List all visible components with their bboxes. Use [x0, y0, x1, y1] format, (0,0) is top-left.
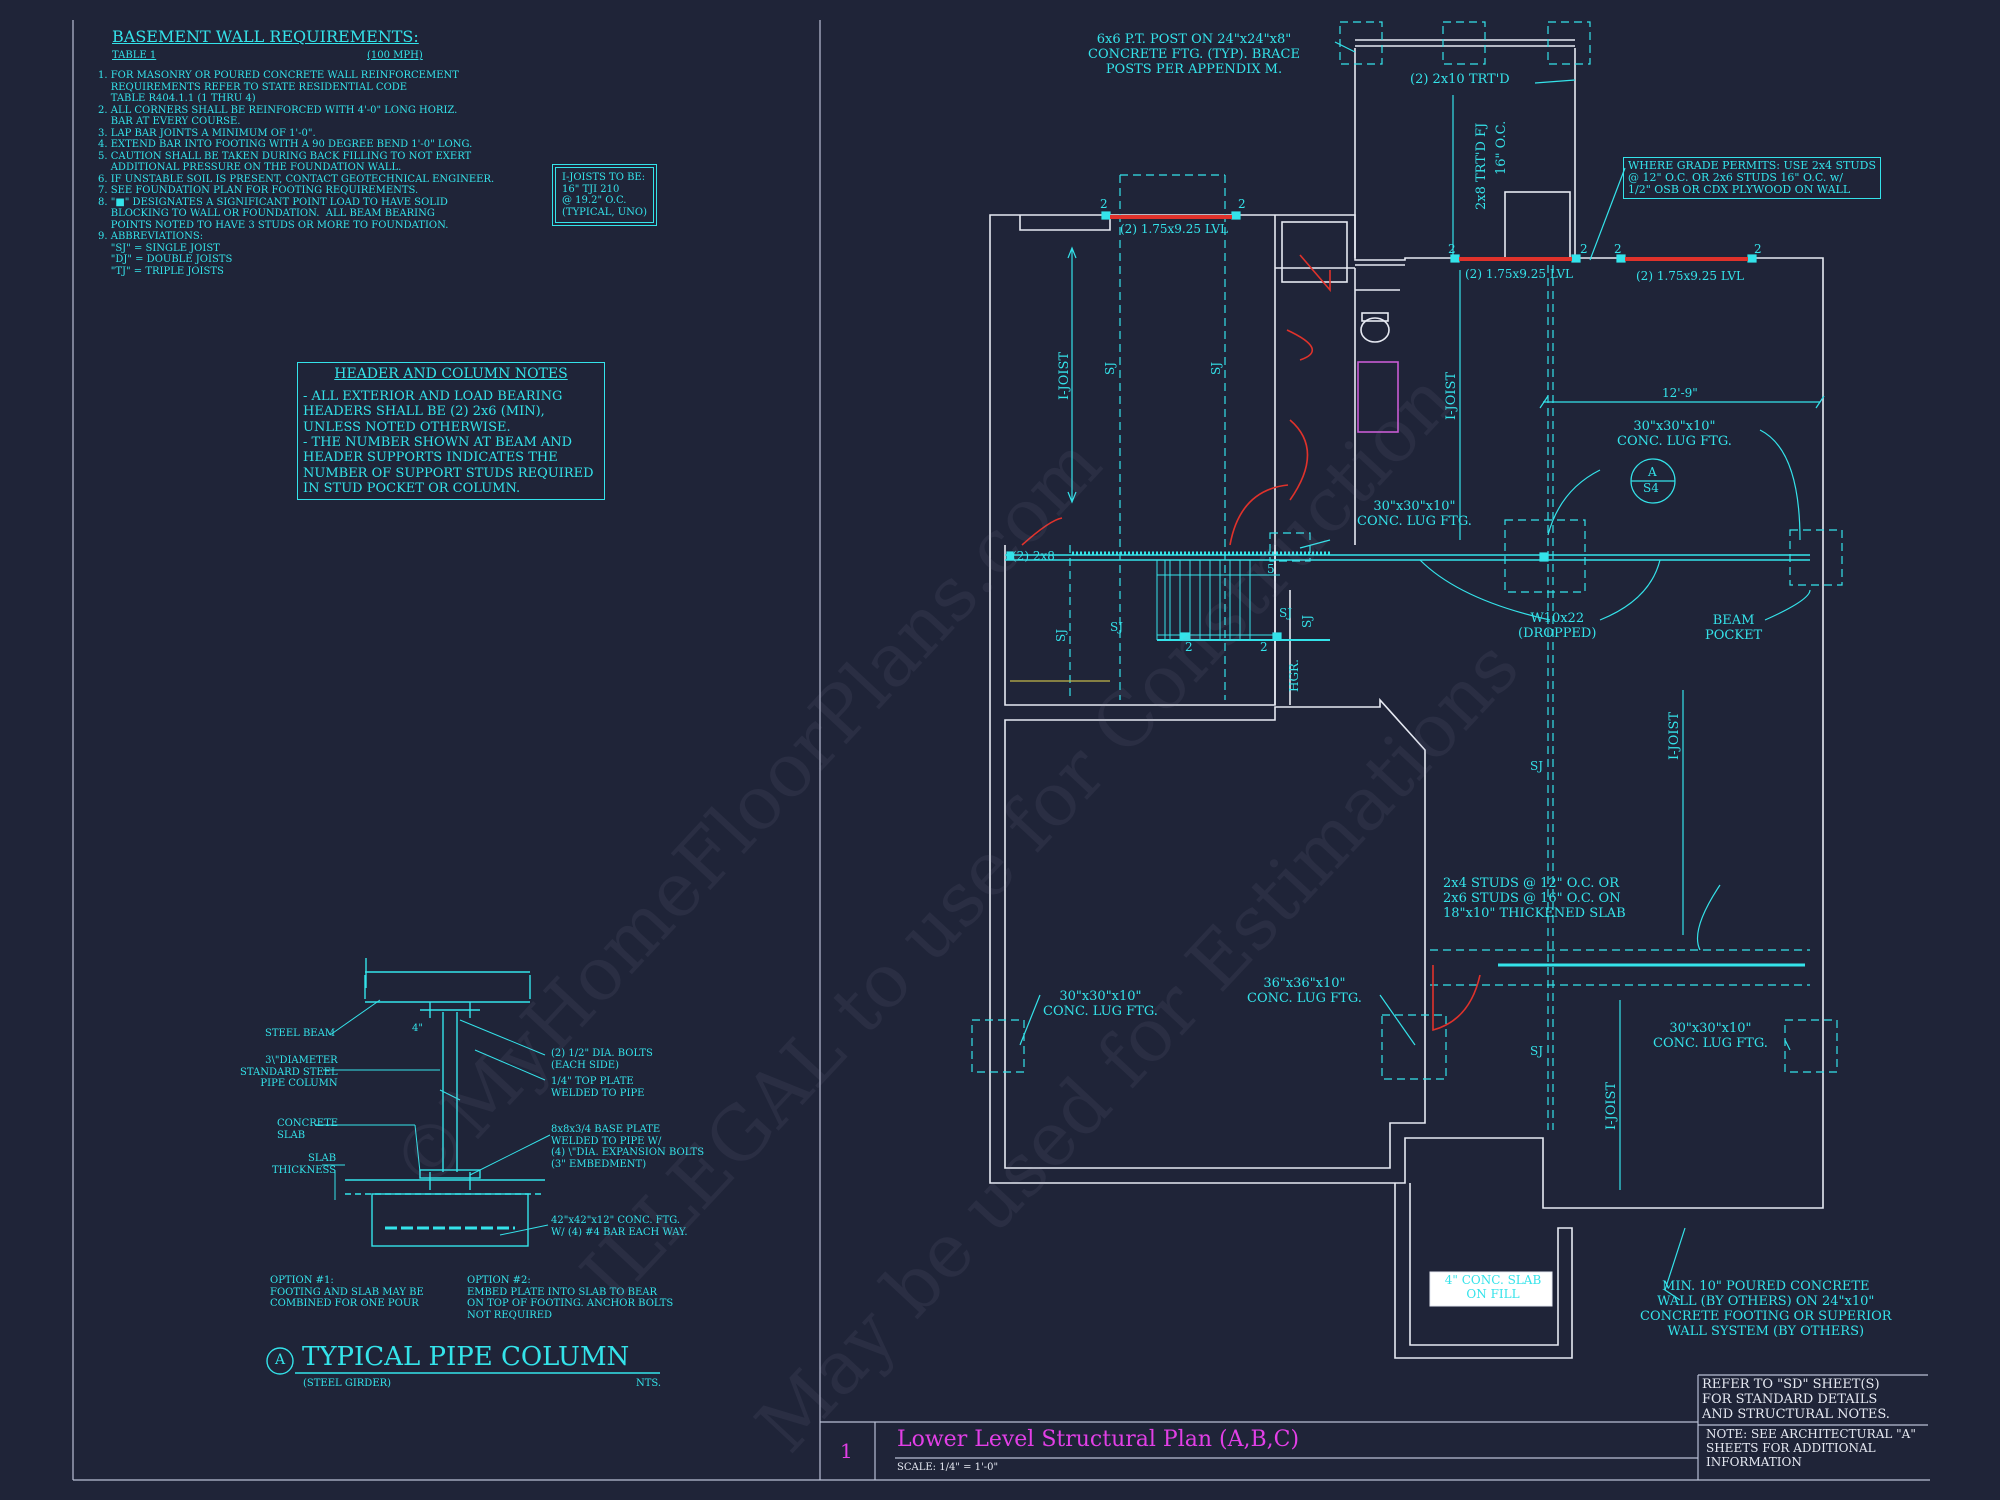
basement-note-line: BLOCKING TO WALL OR FOUNDATION. ALL BEAM… — [98, 208, 435, 219]
headers-and-doors — [1021, 215, 1748, 1032]
deck-trtd-label: (2) 2x10 TRT'D — [1410, 72, 1510, 87]
beam-pocket-label: BEAM POCKET — [1705, 613, 1763, 643]
header-2x8: (2) 2x8 — [1012, 549, 1055, 563]
basement-note-line: 2. ALL CORNERS SHALL BE REINFORCED WITH … — [98, 104, 458, 116]
basement-note-line: 3. LAP BAR JOINTS A MINIMUM OF 1'-0". — [98, 127, 316, 139]
section-marker-s4: S4 — [1643, 481, 1659, 495]
label-steel-beam: STEEL BEAM — [265, 1028, 336, 1039]
ijoist-label-3: I-JOIST — [1667, 711, 1682, 760]
slab-fill-label-box — [1429, 1271, 1553, 1307]
foundation-walls — [989, 39, 1824, 1359]
label-pipe: 3\"DIAMETER STANDARD STEEL PIPE COLUMN — [240, 1055, 338, 1089]
basement-note-line: BAR AT EVERY COURSE. — [98, 116, 241, 127]
pipe-column-subtitle: (STEEL GIRDER) — [303, 1378, 392, 1389]
drawing-scale: SCALE: 1/4" = 1'-0" — [897, 1462, 999, 1473]
sj-label-5: SJ — [1279, 606, 1293, 620]
hanger-label: HGR. — [1287, 659, 1301, 692]
basement-note-line: "SJ" = SINGLE JOIST — [98, 242, 220, 254]
basement-note-line: 5. CAUTION SHALL BE TAKEN DURING BACK FI… — [98, 150, 472, 162]
pipe-column-scale: NTS. — [636, 1378, 662, 1389]
ijoist-label-1: I-JOIST — [1057, 351, 1072, 400]
beam-label: W10x22 (DROPPED) — [1518, 611, 1597, 641]
stud-count-8: 2 — [1185, 640, 1193, 654]
sj-label-2: SJ — [1209, 361, 1223, 375]
basement-table-label: TABLE 1 — [112, 50, 157, 61]
stud-count-9: 2 — [1260, 640, 1268, 654]
label-slab: CONCRETE SLAB — [277, 1118, 339, 1141]
basement-note-line: 8. "■" DESIGNATES A SIGNIFICANT POINT LO… — [98, 196, 448, 208]
drawing-title: Lower Level Structural Plan (A,B,C) — [897, 1427, 1300, 1452]
stud-count-3: 2 — [1448, 242, 1456, 256]
lvl-mid: (2) 1.75x9.25 LVL — [1465, 267, 1574, 281]
header-column-body: - ALL EXTERIOR AND LOAD BEARING HEADERS … — [303, 389, 594, 496]
deck-joist-label: 2x8 TRT'D FJ — [1474, 122, 1489, 210]
pipe-column-title: TYPICAL PIPE COLUMN — [302, 1342, 630, 1372]
basement-note-line: 1. FOR MASONRY OR POURED CONCRETE WALL R… — [98, 70, 459, 81]
header-column-title: HEADER AND COLUMN NOTES — [334, 366, 568, 382]
stud-count-7: 5 — [1267, 562, 1275, 576]
lug-ftg-2: 30"x30"x10" CONC. LUG FTG. — [1357, 499, 1472, 529]
basement-note-line: 9. ABBREVIATIONS: — [98, 231, 204, 242]
title-block-lines — [820, 1374, 1928, 1480]
lug-ftg-4: 36"x36"x10" CONC. LUG FTG. — [1247, 976, 1362, 1006]
arch-note: NOTE: SEE ARCHITECTURAL "A" SHEETS FOR A… — [1706, 1427, 1916, 1469]
label-slab-thickness: SLAB THICKNESS — [272, 1153, 337, 1176]
pipe-column-marker: A — [275, 1352, 286, 1368]
label-dim: 4" — [412, 1023, 423, 1034]
basement-wind-label: (100 MPH) — [367, 50, 423, 61]
basement-note-line: "TJ" = TRIPLE JOISTS — [98, 265, 224, 277]
post-note: 6x6 P.T. POST ON 24"x24"x8" CONCRETE FTG… — [1088, 32, 1300, 77]
drawing-number: 1 — [840, 1439, 853, 1463]
deck-oc-label: 16" O.C. — [1494, 120, 1509, 175]
sj-label-7: SJ — [1530, 759, 1544, 773]
label-base-plate: 8x8x3/4 BASE PLATE WELDED TO PIPE W/ (4)… — [551, 1124, 705, 1170]
stud-count-1: 2 — [1100, 197, 1108, 211]
basement-note-line: 6. IF UNSTABLE SOIL IS PRESENT, CONTACT … — [98, 173, 495, 185]
section-marker-a: A — [1648, 465, 1657, 479]
label-footing: 42"x42"x12" CONC. FTG. W/ (4) #4 BAR EAC… — [551, 1215, 688, 1238]
basement-note-line: POINTS NOTED TO HAVE 3 STUDS OR MORE TO … — [98, 219, 449, 231]
pipe-column-detail — [266, 958, 660, 1375]
sj-label-3: SJ — [1054, 628, 1068, 642]
grade-note: WHERE GRADE PERMITS: USE 2x4 STUDS @ 12"… — [1623, 157, 1882, 200]
ijoist-note: I-JOISTS TO BE: 16" TJI 210 @ 19.2" O.C.… — [552, 164, 657, 226]
header-column-notes: HEADER AND COLUMN NOTES - ALL EXTERIOR A… — [297, 362, 605, 500]
lug-ftg-3: 30"x30"x10" CONC. LUG FTG. — [1043, 989, 1158, 1019]
lvl-left: (2) 1.75x9.25 LVL — [1120, 222, 1229, 236]
basement-note-line: "DJ" = DOUBLE JOISTS — [98, 254, 233, 265]
framing-linework — [971, 21, 1843, 1301]
lvl-right: (2) 1.75x9.25 LVL — [1636, 269, 1745, 283]
label-bolts: (2) 1/2" DIA. BOLTS (EACH SIDE) — [551, 1048, 653, 1071]
studs-note: 2x4 STUDS @ 12" O.C. OR 2x6 STUDS @ 16" … — [1443, 876, 1626, 921]
basement-note-line: ADDITIONAL PRESSURE ON THE FOUNDATION WA… — [98, 162, 402, 173]
dim-12-9: 12'-9" — [1662, 386, 1698, 400]
label-option-2: OPTION #2: EMBED PLATE INTO SLAB TO BEAR… — [467, 1275, 674, 1321]
sj-label-6: SJ — [1300, 614, 1314, 628]
sj-label-1: SJ — [1103, 361, 1117, 375]
wall-note: MIN. 10" POURED CONCRETE WALL (BY OTHERS… — [1640, 1279, 1892, 1339]
slab-fill-label: 4" CONC. SLAB ON FILL — [1444, 1273, 1542, 1301]
basement-note-line: 4. EXTEND BAR INTO FOOTING WITH A 90 DEG… — [98, 139, 473, 150]
stud-count-4: 2 — [1580, 242, 1588, 256]
basement-wall-title: BASEMENT WALL REQUIREMENTS: — [112, 27, 419, 46]
stud-count-2: 2 — [1238, 197, 1246, 211]
sj-label-4: SJ — [1110, 620, 1124, 634]
ijoist-label-4: I-JOIST — [1604, 1081, 1619, 1130]
label-top-plate: 1/4" TOP PLATE WELDED TO PIPE — [551, 1076, 645, 1099]
basement-notes-list: 1. FOR MASONRY OR POURED CONCRETE WALL R… — [98, 70, 494, 277]
stud-count-5: 2 — [1614, 242, 1622, 256]
basement-note-line: 7. SEE FOUNDATION PLAN FOR FOOTING REQUI… — [98, 185, 419, 196]
label-option-1: OPTION #1: FOOTING AND SLAB MAY BE COMBI… — [270, 1275, 424, 1309]
lug-ftg-5: 30"x30"x10" CONC. LUG FTG. — [1653, 1021, 1768, 1051]
stud-count-6: 2 — [1754, 242, 1762, 256]
sj-label-8: SJ — [1530, 1044, 1544, 1058]
refer-note: REFER TO "SD" SHEET(S) FOR STANDARD DETA… — [1702, 1377, 1890, 1422]
lug-ftg-1: 30"x30"x10" CONC. LUG FTG. — [1617, 419, 1732, 449]
basement-note-line: TABLE R404.1.1 (1 THRU 4) — [98, 93, 256, 104]
basement-note-line: REQUIREMENTS REFER TO STATE RESIDENTIAL … — [98, 81, 408, 93]
